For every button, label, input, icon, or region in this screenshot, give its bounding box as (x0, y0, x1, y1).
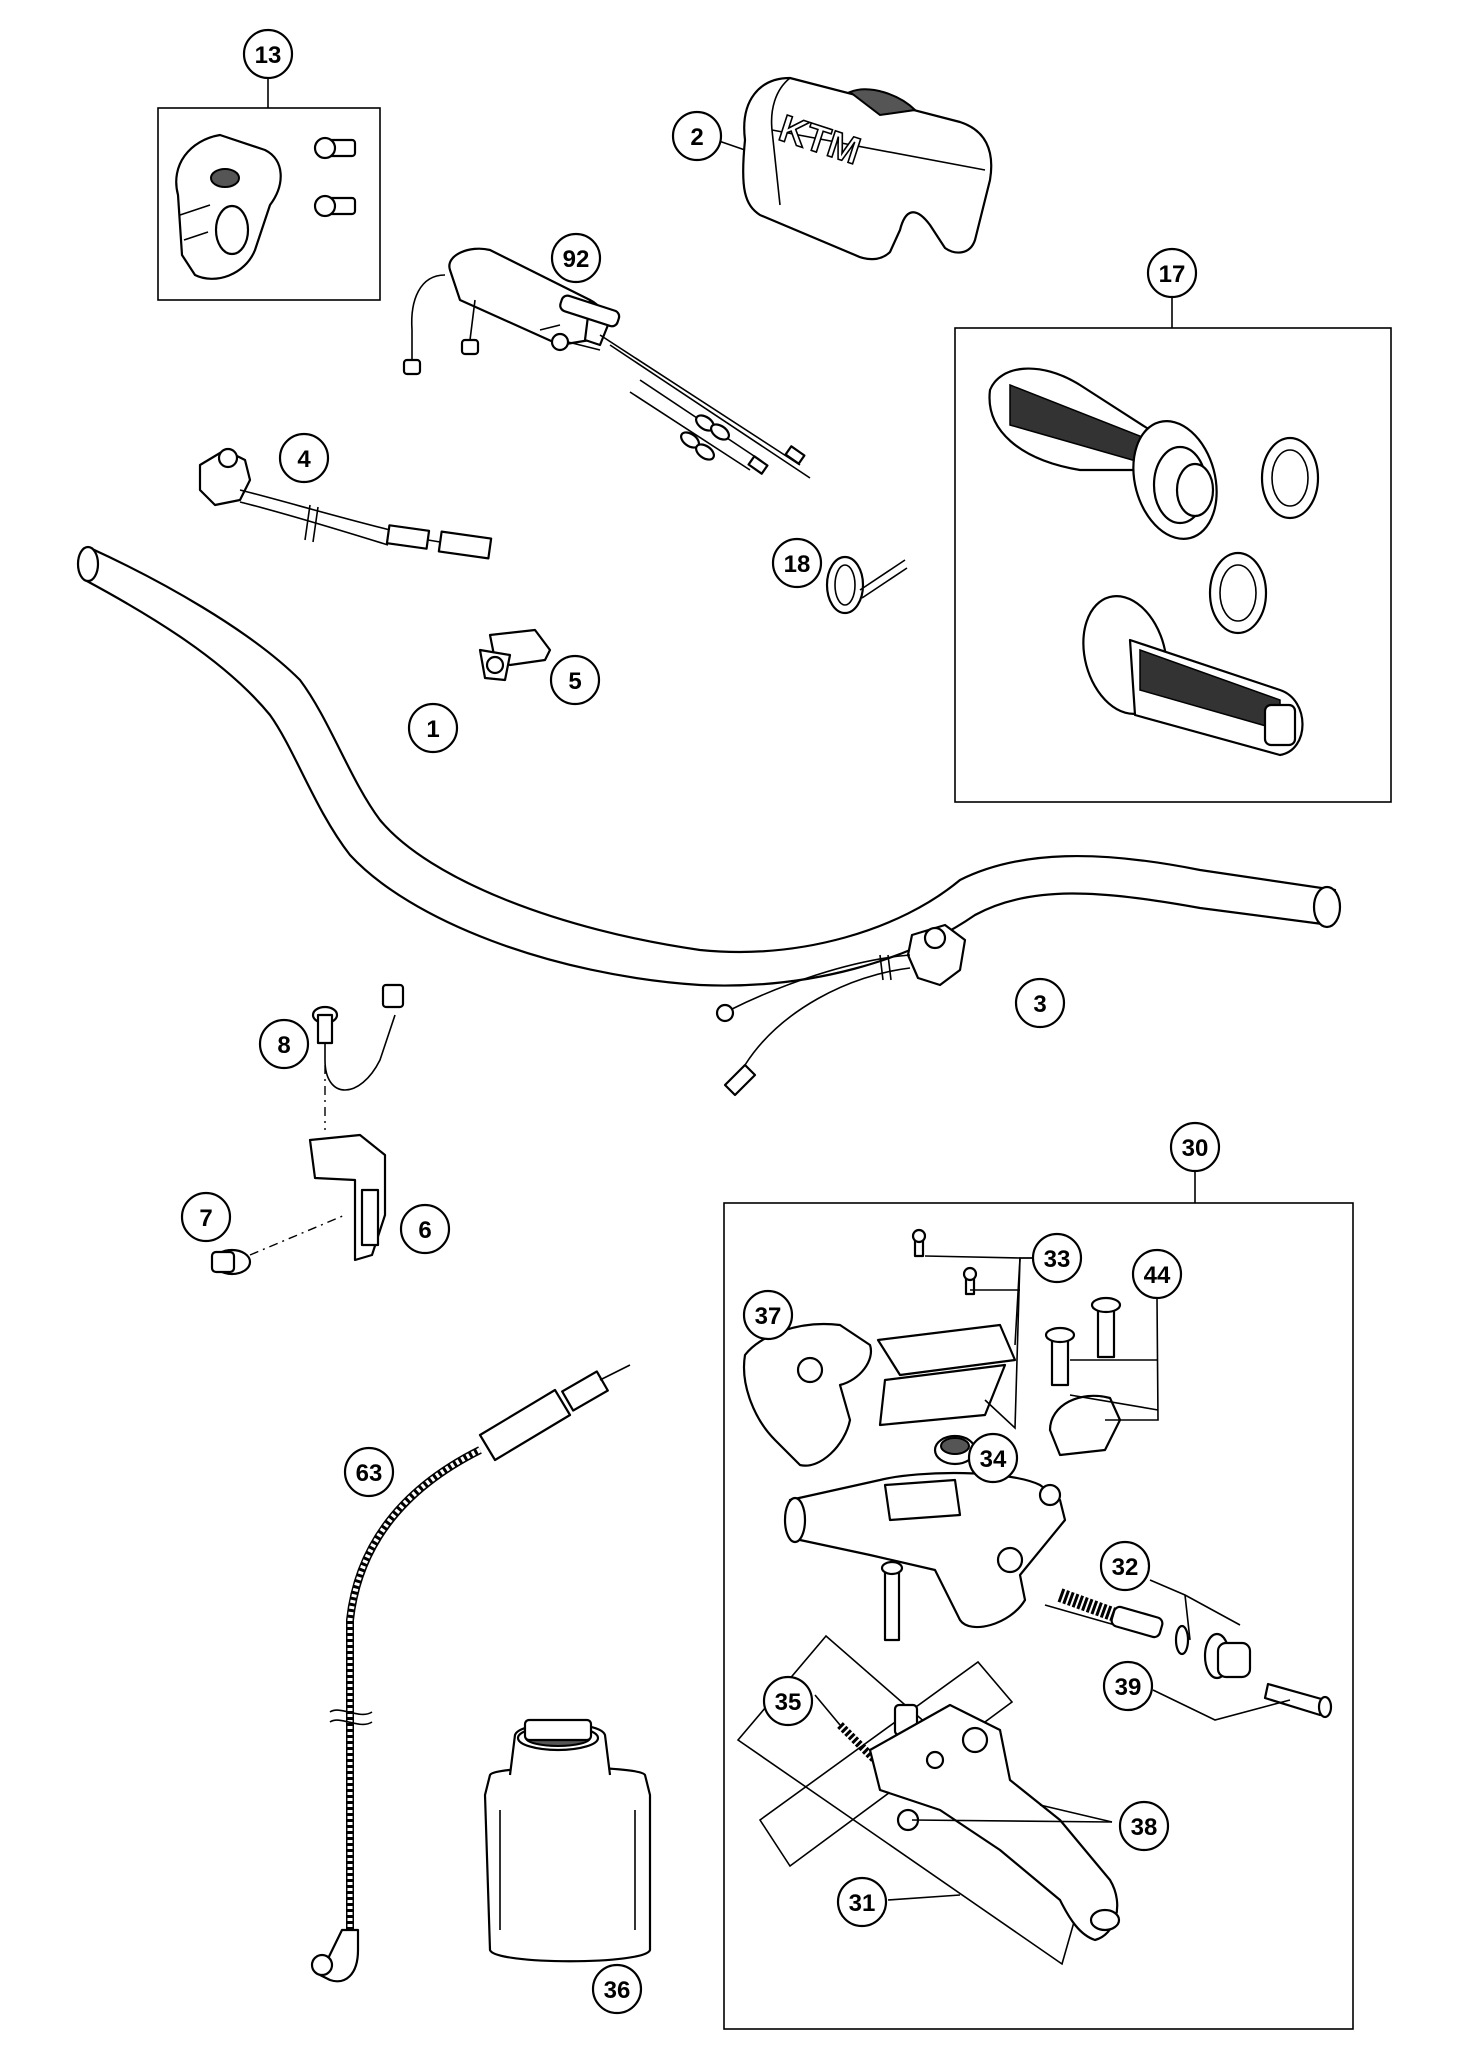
map-switch (478, 628, 552, 682)
callout-1: 1 (407, 702, 459, 754)
callout-6-label: 6 (418, 1217, 431, 1244)
callout-17: 17 (1146, 247, 1198, 299)
callout-4-label: 4 (297, 446, 311, 473)
cable-tie (825, 555, 908, 615)
callout-31-label: 31 (849, 1890, 876, 1917)
callout-18: 18 (771, 537, 823, 589)
callout-18-label: 18 (784, 551, 811, 578)
handlebar-pad: KTM (742, 76, 993, 261)
callout-2: 2 (671, 110, 723, 162)
box-part-17 (954, 327, 1392, 803)
callout-38: 38 (1118, 1800, 1170, 1852)
callout-8: 8 (258, 1018, 310, 1070)
switch-with-cable (198, 447, 493, 560)
handlebar (76, 545, 1342, 987)
callout-36-label: 36 (604, 1977, 631, 2004)
callout-2-label: 2 (690, 124, 703, 151)
callout-3: 3 (1014, 977, 1066, 1029)
callout-7: 7 (180, 1191, 232, 1243)
callout-38-label: 38 (1131, 1814, 1158, 1841)
start-switch (715, 923, 967, 1097)
callout-13-label: 13 (255, 42, 282, 69)
callout-44-label: 44 (1144, 1262, 1171, 1289)
callout-35-label: 35 (775, 1689, 802, 1716)
master-cylinder-group (742, 1228, 1333, 1942)
sensor-assembly (210, 983, 405, 1276)
callout-63: 63 (343, 1446, 395, 1498)
box-part-13 (157, 107, 381, 301)
callout-7-label: 7 (199, 1205, 212, 1232)
callout-37: 37 (742, 1289, 794, 1341)
box-part-30 (723, 1202, 1354, 2030)
hydraulic-line (310, 1364, 631, 1983)
callout-5-label: 5 (568, 668, 581, 695)
callout-3-label: 3 (1033, 991, 1046, 1018)
callout-13: 13 (242, 28, 294, 80)
callout-33: 33 (1031, 1232, 1083, 1284)
callout-4: 4 (278, 432, 330, 484)
brake-fluid-bottle (483, 1718, 652, 1963)
callout-33-label: 33 (1044, 1246, 1071, 1273)
callout-31: 31 (836, 1876, 888, 1928)
leader-lines (267, 73, 1291, 1901)
callout-63-label: 63 (356, 1460, 383, 1487)
callout-30: 30 (1169, 1121, 1221, 1173)
callout-30-label: 30 (1182, 1135, 1209, 1162)
callout-92-label: 92 (563, 246, 590, 273)
callout-35: 35 (762, 1675, 814, 1727)
callout-17-label: 17 (1159, 261, 1186, 288)
callout-44: 44 (1131, 1248, 1183, 1300)
callout-8-label: 8 (277, 1032, 290, 1059)
grip-set (988, 367, 1320, 757)
callout-37-label: 37 (755, 1303, 782, 1330)
callout-32-label: 32 (1112, 1554, 1139, 1581)
callout-1-label: 1 (426, 716, 439, 743)
throttle-assembly (402, 247, 811, 479)
throttle-housing-kit (175, 133, 357, 280)
callout-39-label: 39 (1115, 1674, 1142, 1701)
callout-32: 32 (1099, 1540, 1151, 1592)
callout-34-label: 34 (980, 1446, 1007, 1473)
callout-34: 34 (967, 1432, 1019, 1484)
callout-92: 92 (550, 232, 602, 284)
callout-6: 6 (399, 1203, 451, 1255)
callout-36: 36 (591, 1963, 643, 2015)
callout-39: 39 (1102, 1660, 1154, 1712)
callout-5: 5 (549, 654, 601, 706)
